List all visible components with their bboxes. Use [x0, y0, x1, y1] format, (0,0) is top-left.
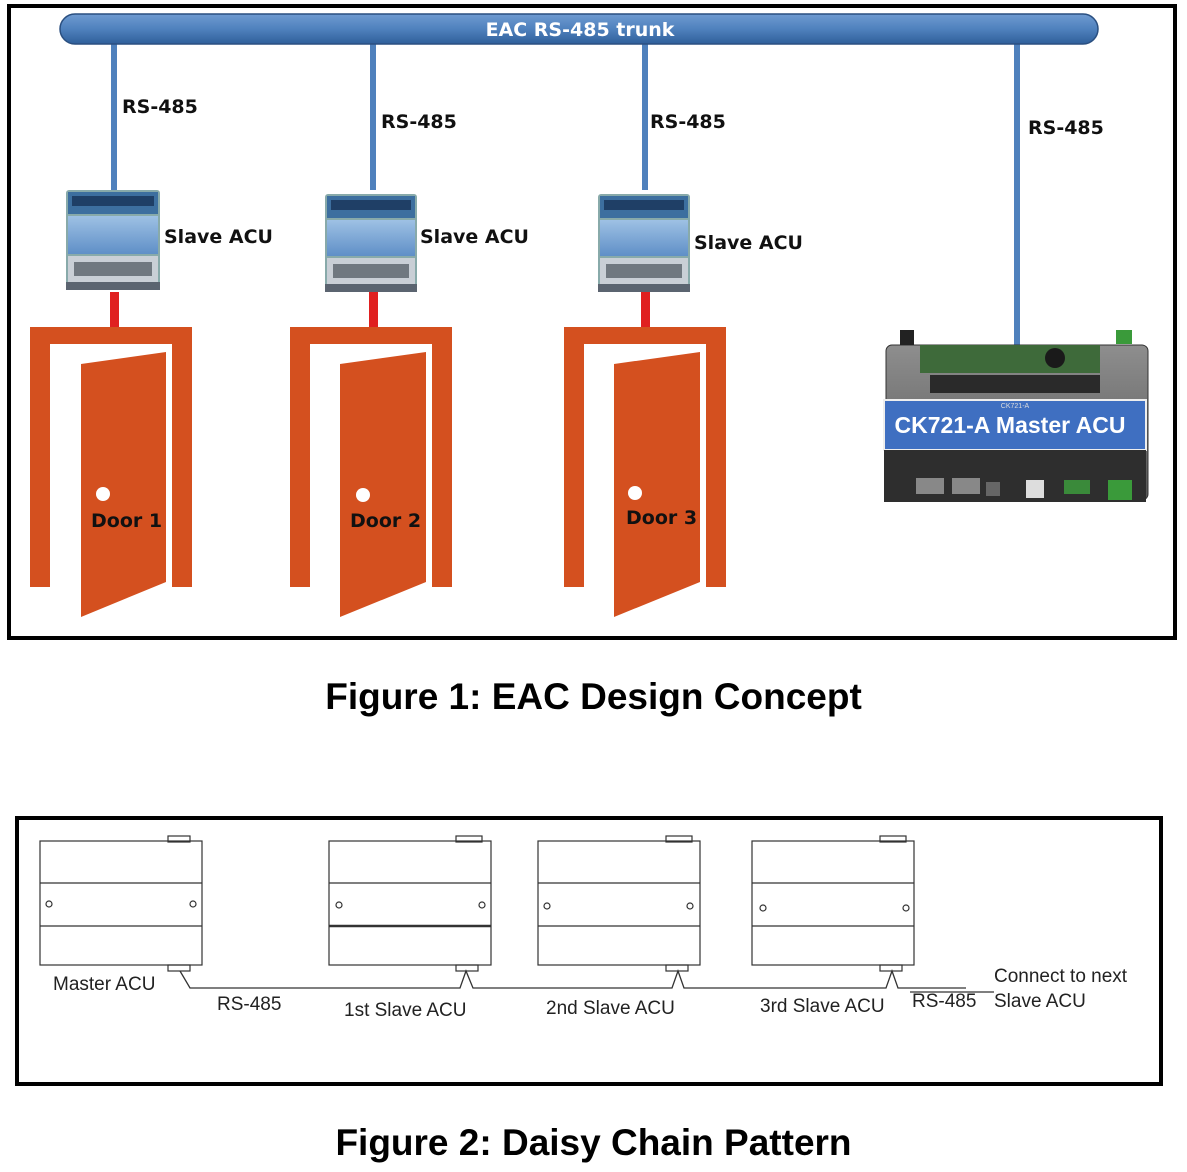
rs485-chain-wire [179, 969, 966, 989]
rs485-label-3: RS-485 [650, 111, 726, 133]
slave-acu-unit-2 [537, 835, 701, 972]
acu-door-links [110, 292, 650, 328]
master-acu-small-label: CK721-A [1001, 403, 1030, 410]
connect-next-line1: Connect to next [994, 966, 1128, 987]
rs485-right-label: RS-485 [912, 991, 976, 1012]
slave-acu-device-1 [66, 190, 160, 290]
rs485-trunk [59, 13, 1099, 45]
rs485-label-master: RS-485 [1028, 117, 1104, 139]
slave-acu-unit-3 [751, 835, 915, 972]
master-acu-label: CK721-A Master ACU [895, 412, 1126, 438]
slave-acu-label-2: Slave ACU [420, 226, 529, 248]
daisy-chain-diagram: Master ACU RS-485 1st Slave ACU 2nd Slav… [15, 816, 1163, 1086]
rs485-left-label: RS-485 [217, 994, 281, 1015]
master-acu-device [883, 330, 1149, 502]
figure2-frame [15, 816, 1163, 1086]
door-label-3: Door 3 [626, 507, 697, 529]
slave-acu-device-3 [598, 194, 690, 292]
figure1-frame [7, 4, 1177, 640]
figure-1-caption: Figure 1: EAC Design Concept [325, 676, 862, 717]
door-3 [564, 327, 726, 617]
door-label-1: Door 1 [91, 510, 162, 532]
master-acu-unit-label: Master ACU [53, 974, 155, 995]
slave-acu-label-3: Slave ACU [694, 232, 803, 254]
door-2 [290, 327, 452, 617]
rs485-label-2: RS-485 [381, 111, 457, 133]
slave-3-label: 3rd Slave ACU [760, 996, 885, 1017]
door-label-2: Door 2 [350, 510, 421, 532]
slave-acu-label-1: Slave ACU [164, 226, 273, 248]
rs485-drops [111, 30, 1020, 352]
slave-1-label: 1st Slave ACU [344, 1000, 467, 1021]
eac-design-diagram: EAC RS-485 trunk RS-485 RS-485 RS-485 RS… [7, 4, 1177, 640]
connect-next-line2: Slave ACU [994, 991, 1086, 1012]
slave-2-label: 2nd Slave ACU [546, 998, 675, 1019]
rs485-label-1: RS-485 [122, 96, 198, 118]
trunk-label: EAC RS-485 trunk [486, 19, 675, 41]
master-acu-unit [39, 835, 203, 972]
figure-2-caption: Figure 2: Daisy Chain Pattern [335, 1122, 852, 1163]
door-1 [30, 327, 192, 617]
slave-acu-unit-1 [328, 835, 492, 972]
slave-acu-device-2 [325, 194, 417, 292]
